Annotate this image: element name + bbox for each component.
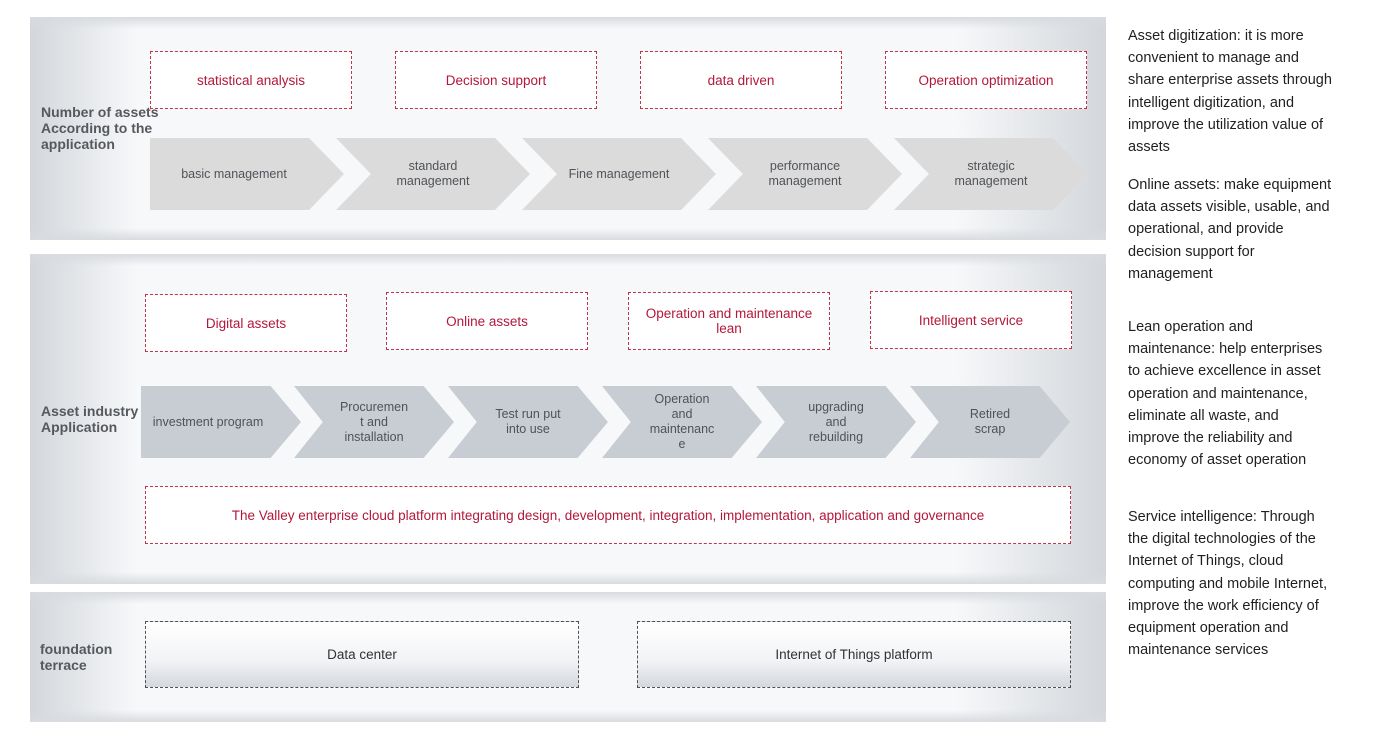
industry-application-layer-label: Asset industry Application xyxy=(41,403,139,435)
application-layer-label: Number of assets According to the applic… xyxy=(41,104,159,152)
chevron-strategic-management: strategic management xyxy=(894,138,1088,210)
box-operation-optimization: Operation optimization xyxy=(885,51,1087,109)
box-decision-support: Decision support xyxy=(395,51,597,109)
iot-platform-box: Internet of Things platform xyxy=(637,621,1071,688)
description-online-assets: Online assets: make equipment data asset… xyxy=(1128,177,1332,282)
box-online-assets: Online assets xyxy=(386,292,588,350)
box-digital-assets: Digital assets xyxy=(145,294,347,352)
description-asset-digitization: Asset digitization: it is more convenien… xyxy=(1128,28,1332,156)
data-center-box: Data center xyxy=(145,621,579,688)
cloud-platform-box: The Valley enterprise cloud platform int… xyxy=(145,486,1071,544)
foundation-layer-label: foundation terrace xyxy=(40,641,113,673)
box-data-driven: data driven xyxy=(640,51,842,109)
chevron-investment-program: investment program xyxy=(141,386,301,458)
description-lean-operation: Lean operation and maintenance: help ent… xyxy=(1128,319,1323,469)
box-intelligent-service: Intelligent service xyxy=(870,291,1072,349)
description-service-intelligence: Service intelligence: Through the digita… xyxy=(1128,509,1328,659)
chevron-basic-management: basic management xyxy=(150,138,344,210)
box-statistical-analysis: statistical analysis xyxy=(150,51,352,109)
box-operation-maintenance-lean: Operation and maintenance lean xyxy=(628,292,830,350)
